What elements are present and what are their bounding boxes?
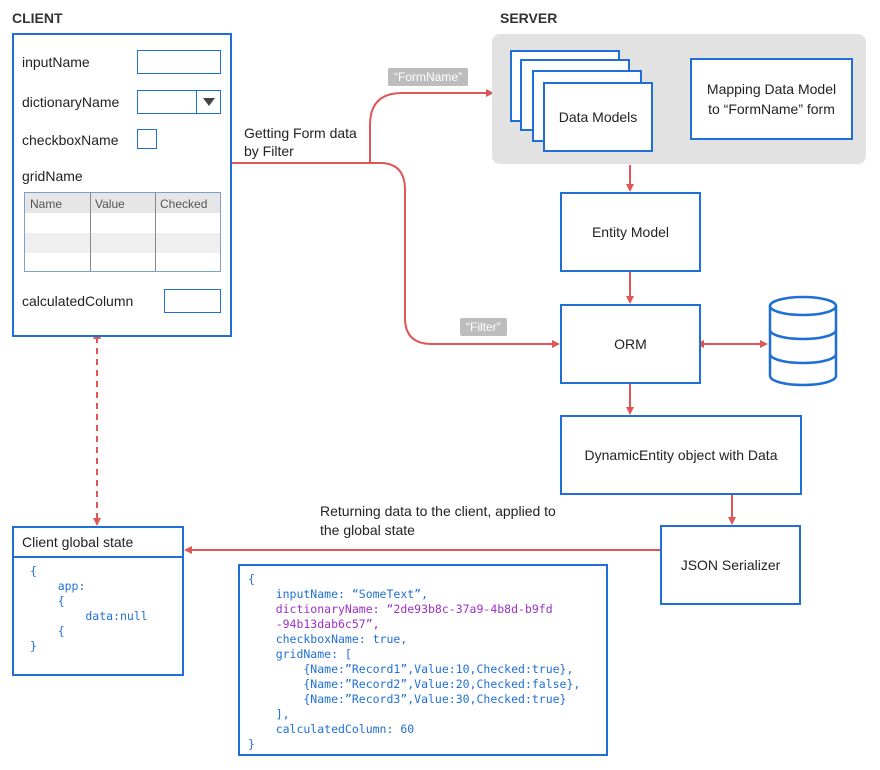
global-state-line-0: {	[30, 564, 37, 578]
input-name-label: inputName	[22, 54, 90, 70]
form-name-tag: “FormName”	[388, 68, 468, 86]
global-state-line-1: app:	[30, 579, 86, 593]
json-line-0: {	[248, 572, 255, 586]
server-header: SERVER	[500, 10, 558, 26]
grid-name-label: gridName	[22, 168, 83, 184]
json-line-11: }	[248, 737, 255, 751]
returning-data-label: Returning data to the client, applied to…	[320, 503, 556, 538]
grid-column-name: Name	[30, 197, 63, 211]
json-line-6: {Name:”Record1”,Value:10,Checked:true},	[248, 662, 574, 676]
json-payload-code: { inputName: “SomeText”, dictionaryName:…	[248, 572, 580, 752]
filter-arrow	[370, 162, 560, 348]
json-payload-box: { inputName: “SomeText”, dictionaryName:…	[238, 564, 608, 756]
chevron-down-icon	[203, 98, 215, 106]
json-line-9: ],	[248, 707, 290, 721]
json-line-1: inputName: “SomeText”,	[248, 587, 429, 601]
global-state-line-2: {	[30, 594, 65, 608]
filter-tag: “Filter”	[460, 318, 507, 336]
grid-column-value: Value	[95, 197, 125, 211]
form-name-arrow	[369, 89, 494, 163]
checkbox-name-checkbox[interactable]	[137, 129, 157, 149]
dynamic-entity-box[interactable]: DynamicEntity object with Data	[560, 415, 802, 495]
input-name-field[interactable]	[137, 50, 221, 74]
global-state-line-3: data:null	[30, 609, 148, 623]
mapping-box[interactable]: Mapping Data Model to “FormName” form	[690, 58, 853, 140]
json-serializer-box[interactable]: JSON Serializer	[660, 525, 801, 605]
data-models-box[interactable]: Data Models	[543, 82, 653, 152]
json-line-8: {Name:”Record3”,Value:30,Checked:true}	[248, 692, 567, 706]
global-state-line-5: }	[30, 639, 37, 653]
dictionary-name-label: dictionaryName	[22, 94, 120, 110]
global-state-title: Client global state	[22, 534, 134, 550]
getting-form-data-label: Getting Form data by Filter	[244, 125, 357, 159]
client-global-state-box[interactable]: Client global state { app: { data:null {…	[12, 526, 184, 676]
checkbox-name-label: checkboxName	[22, 132, 119, 148]
grid-table[interactable]: Name Value Checked	[24, 192, 221, 272]
client-header: CLIENT	[12, 10, 63, 26]
json-line-10: calculatedColumn: 60	[248, 722, 415, 736]
json-line-2: dictionaryName: “2de93b8c-37a9-4b8d-b9fd	[248, 602, 553, 616]
grid-column-checked: Checked	[160, 197, 208, 211]
json-line-4: checkboxName: true,	[248, 632, 408, 646]
client-form-panel: inputName dictionaryName checkboxName gr…	[12, 33, 232, 337]
calculated-column-label: calculatedColumn	[22, 293, 134, 309]
json-line-3: -94b13dab6c57”,	[248, 617, 380, 631]
global-state-line-4: {	[30, 624, 65, 638]
database-icon	[768, 295, 838, 387]
calculated-column-field[interactable]	[164, 289, 221, 313]
json-line-7: {Name:”Record2”,Value:20,Checked:false},	[248, 677, 581, 691]
global-state-code: { app: { data:null { }	[30, 564, 148, 654]
json-line-5: gridName: [	[248, 647, 352, 661]
dictionary-name-select[interactable]	[137, 90, 221, 114]
orm-box[interactable]: ORM	[560, 304, 701, 384]
entity-model-box[interactable]: Entity Model	[560, 192, 701, 272]
